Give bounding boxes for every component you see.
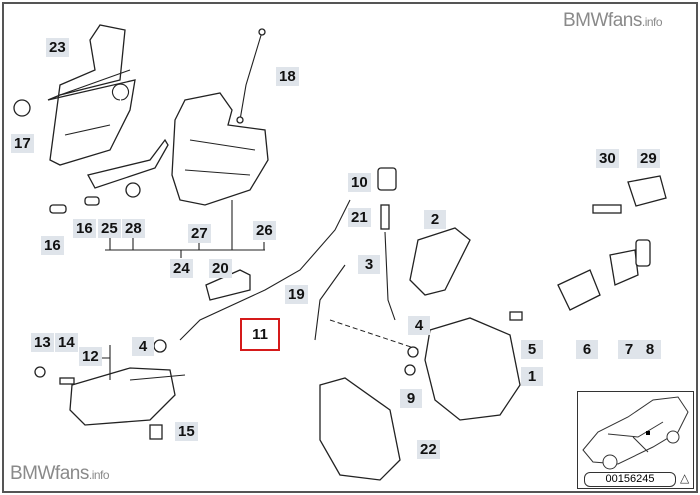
label-14[interactable]: 14: [55, 333, 78, 352]
watermark-bottom: BMWfans.info: [10, 463, 110, 484]
label-6[interactable]: 6: [576, 340, 598, 359]
outer-handle-drawing: [171, 92, 269, 206]
label-16[interactable]: 16: [41, 236, 64, 255]
part-30-drawing: [592, 204, 622, 214]
label-22[interactable]: 22: [417, 440, 440, 459]
label-25[interactable]: 25: [98, 219, 121, 238]
car-outline-icon: [582, 396, 689, 470]
label-17[interactable]: 17: [11, 134, 34, 153]
part-2-drawing: [409, 227, 471, 296]
label-8[interactable]: 8: [639, 340, 661, 359]
label-9[interactable]: 9: [400, 389, 422, 408]
label-11-highlighted[interactable]: 11: [240, 318, 280, 351]
label-21[interactable]: 21: [348, 208, 371, 227]
label-7[interactable]: 7: [618, 340, 640, 359]
label-2[interactable]: 2: [424, 210, 446, 229]
label-1[interactable]: 1: [521, 367, 543, 386]
part-6-drawing: [557, 269, 601, 311]
label-16[interactable]: 16: [73, 219, 96, 238]
label-23[interactable]: 23: [46, 38, 69, 57]
label-27[interactable]: 27: [188, 224, 211, 243]
part-8-drawing: [635, 239, 651, 267]
label-4[interactable]: 4: [408, 316, 430, 335]
grommet-28-drawing: [125, 182, 141, 198]
label-12[interactable]: 12: [79, 347, 102, 366]
label-10[interactable]: 10: [348, 173, 371, 192]
part-21-drawing: [380, 204, 390, 230]
label-5[interactable]: 5: [521, 340, 543, 359]
diagram-reference-number: 00156245: [584, 472, 676, 487]
label-3[interactable]: 3: [358, 255, 380, 274]
part-7-drawing: [609, 249, 639, 286]
label-28[interactable]: 28: [122, 219, 145, 238]
screws-16-drawing: [49, 196, 100, 214]
label-19[interactable]: 19: [285, 285, 308, 304]
rod-3-drawing: [384, 231, 396, 321]
part-29-drawing: [627, 175, 667, 207]
inner-handle-drawing: [69, 367, 176, 426]
bracket-20-drawing: [205, 269, 251, 301]
label-30[interactable]: 30: [596, 149, 619, 168]
label-20[interactable]: 20: [209, 259, 232, 278]
rod-11-drawing: [179, 199, 351, 341]
part-10-drawing: [377, 167, 397, 191]
label-26[interactable]: 26: [253, 221, 276, 240]
cover-22-drawing: [319, 377, 401, 481]
label-15[interactable]: 15: [175, 422, 198, 441]
label-29[interactable]: 29: [637, 149, 660, 168]
label-18[interactable]: 18: [276, 67, 299, 86]
label-24[interactable]: 24: [170, 259, 193, 278]
screw-5-drawing: [509, 311, 523, 321]
grommet-17-drawing: [13, 99, 31, 117]
watermark-top: BMWfans.info: [563, 10, 663, 31]
label-13[interactable]: 13: [31, 333, 54, 352]
triangle-icon: △: [680, 471, 690, 485]
handle-carrier-drawing: [47, 24, 136, 166]
rod-18-drawing: [236, 28, 266, 124]
dash-line: [329, 319, 421, 351]
label-4[interactable]: 4: [132, 337, 154, 356]
gasket-25-drawing: [87, 138, 169, 189]
group-bracket-24: [105, 200, 265, 258]
lock-1-drawing: [424, 317, 521, 421]
rod-19-drawing: [314, 264, 346, 341]
